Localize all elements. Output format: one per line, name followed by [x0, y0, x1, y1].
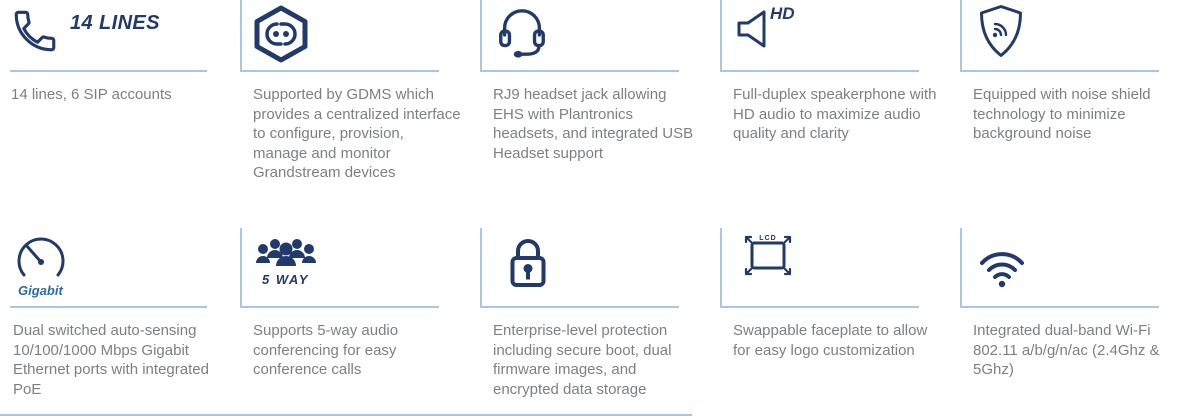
lcd-faceplate-icon: LCD [744, 235, 792, 276]
divider [10, 70, 207, 72]
gigabit-badge: Gigabit [18, 283, 63, 298]
divider [10, 306, 207, 308]
gdms-hexagon-icon [254, 5, 308, 63]
feature-5-way-conference: 5 WAY Supports 5-way audio conferencing … [240, 228, 480, 416]
divider [720, 70, 919, 72]
feature-text: Supported by GDMS which provides a centr… [253, 86, 461, 181]
phone-handset-icon [14, 10, 56, 52]
divider [960, 70, 1159, 72]
divider [240, 306, 439, 308]
wifi-signal-icon [980, 252, 1024, 288]
divider [720, 306, 919, 308]
feature-text: 14 lines, 6 SIP accounts [11, 86, 172, 103]
feature-noise-shield: Equipped with noise shield technology to… [960, 0, 1200, 228]
padlock-icon [510, 239, 546, 287]
hd-badge: HD [770, 4, 795, 23]
feature-text: Supports 5-way audio conferencing for ea… [253, 322, 399, 378]
divider [480, 306, 679, 308]
feature-row-2: Gigabit Dual switched auto-sensing 10/10… [0, 228, 1200, 416]
divider [240, 70, 439, 72]
speedometer-icon [17, 237, 65, 277]
lcd-badge: LCD [759, 235, 776, 242]
feature-text: Equipped with noise shield technology to… [973, 86, 1151, 142]
feature-hd-speakerphone: HD Full-duplex speakerphone with HD audi… [720, 0, 960, 228]
feature-14-lines: 14 LINES 14 lines, 6 SIP accounts [0, 0, 240, 228]
hd-speaker-icon [737, 10, 766, 48]
feature-faceplate: LCD Swappable faceplate to allow for eas… [720, 228, 960, 416]
bottom-partial-divider [0, 414, 692, 416]
conference-people-icon [256, 239, 316, 266]
feature-wifi: Integrated dual-band Wi-Fi 802.11 a/b/g/… [960, 228, 1200, 416]
5-way-badge: 5 WAY [262, 272, 309, 287]
shield-wireless-icon [980, 5, 1022, 57]
divider [960, 306, 1159, 308]
feature-gigabit: Gigabit Dual switched auto-sensing 10/10… [0, 228, 240, 416]
feature-text: Swappable faceplate to allow for easy lo… [733, 322, 928, 359]
feature-text: Dual switched auto-sensing 10/100/1000 M… [13, 322, 209, 398]
feature-gdms: Supported by GDMS which provides a centr… [240, 0, 480, 228]
divider [480, 70, 679, 72]
feature-headset: RJ9 headset jack allowing EHS with Plant… [480, 0, 720, 228]
feature-row-1: 14 LINES 14 lines, 6 SIP accounts Suppor… [0, 0, 1200, 228]
headset-icon [499, 9, 545, 58]
feature-security: Enterprise-level protection including se… [480, 228, 720, 416]
feature-text: Integrated dual-band Wi-Fi 802.11 a/b/g/… [973, 322, 1160, 378]
lines-badge: 14 LINES [70, 12, 160, 34]
feature-text: Full-duplex speakerphone with HD audio t… [733, 86, 937, 142]
feature-text: Enterprise-level protection including se… [493, 322, 672, 398]
feature-text: RJ9 headset jack allowing EHS with Plant… [493, 86, 694, 162]
